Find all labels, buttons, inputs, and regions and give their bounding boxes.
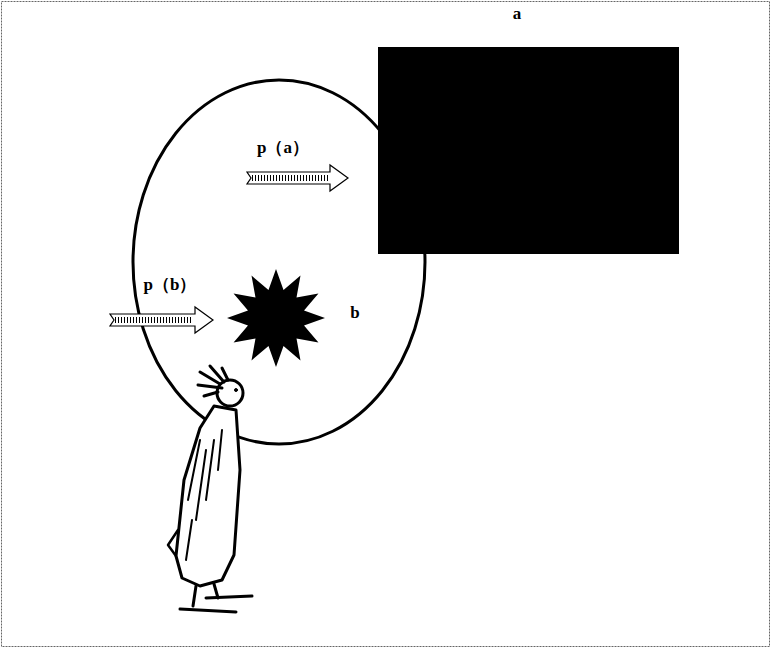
hollow-arrow — [110, 307, 213, 333]
arrow-outline — [110, 307, 213, 333]
hollow-arrow — [247, 165, 348, 191]
coat — [176, 406, 240, 586]
node-label: a — [513, 4, 522, 24]
star-burst: b — [226, 268, 326, 368]
arrow-hatch — [115, 317, 193, 323]
star-shape — [226, 268, 326, 368]
star-outline — [227, 269, 325, 367]
hair — [198, 366, 228, 396]
arrow-label: p（a） — [257, 138, 309, 158]
node-label: b — [350, 303, 359, 323]
person-figure — [168, 366, 252, 612]
coat-hatching — [186, 430, 222, 560]
feet — [180, 596, 252, 612]
arrow-label: p（b） — [144, 275, 197, 295]
legs — [193, 584, 218, 606]
eye — [235, 389, 238, 392]
arm — [168, 530, 178, 556]
black-rectangle: a — [378, 47, 679, 254]
arrow-outline — [247, 165, 348, 191]
arrow-hatch — [252, 175, 328, 181]
